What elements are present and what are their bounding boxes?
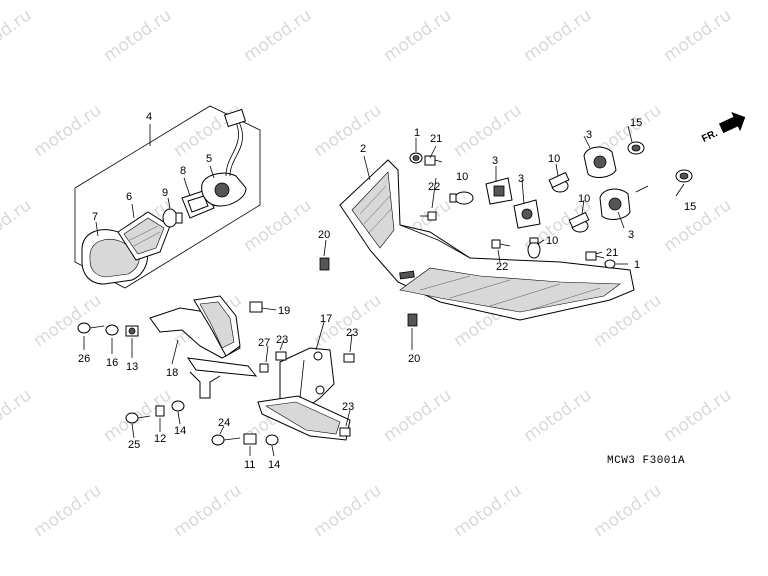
callout-3-d: 3: [628, 229, 634, 241]
bolt-24: [211, 434, 241, 446]
bulb-10-b: [527, 237, 541, 259]
callout-15-lower: 15: [684, 201, 696, 213]
callout-12: 12: [154, 433, 166, 445]
bolt-21-right: [585, 251, 605, 261]
clip-20-a: [319, 257, 330, 271]
rear-cowl-2: [339, 159, 635, 321]
taillight-housing: [117, 211, 171, 261]
bolt-22-right: [491, 239, 511, 249]
callout-15-upper: 15: [630, 117, 642, 129]
callout-24: 24: [218, 417, 230, 429]
nut-23-right: [343, 353, 355, 363]
callout-3-a: 3: [492, 155, 498, 167]
callout-10-a: 10: [456, 171, 468, 183]
bulb-9: [162, 208, 183, 228]
callout-21-right: 21: [606, 247, 618, 259]
callout-6: 6: [126, 191, 132, 203]
cowl-hatching: [359, 185, 601, 311]
bolt-26: [77, 322, 105, 334]
grommet-15-upper: [627, 141, 645, 155]
callout-11: 11: [244, 459, 255, 471]
nut-23-lower: [339, 427, 351, 437]
washer-14-mid: [265, 434, 279, 446]
callout-10-b: 10: [546, 235, 558, 247]
callout-22-upper: 22: [428, 181, 440, 193]
leader-lines: [83, 124, 685, 457]
callout-23-lower: 23: [342, 401, 354, 413]
callout-21-upper: 21: [430, 133, 442, 145]
clip-20-b: [407, 313, 418, 327]
collar-11: [243, 433, 257, 445]
callout-4: 4: [146, 111, 152, 123]
callout-3-c: 3: [586, 129, 592, 141]
bulb-10-d: [568, 211, 590, 233]
assembly-4-frame: [74, 105, 261, 289]
bulb-10-c: [548, 171, 570, 193]
bolt-21-upper: [424, 155, 443, 166]
nut-27: [259, 363, 269, 373]
callout-8: 8: [180, 165, 186, 177]
callout-7: 7: [92, 211, 98, 223]
callout-26: 26: [78, 353, 90, 365]
callout-25: 25: [128, 439, 140, 451]
collar-13: [125, 325, 139, 337]
callout-20-lower: 20: [408, 353, 420, 365]
washer-16: [105, 324, 119, 336]
bolt-12: [155, 405, 165, 417]
callout-1-right: 1: [634, 259, 640, 271]
callout-14-left: 14: [174, 425, 186, 437]
callout-18: 18: [166, 367, 178, 379]
plate-bracket-18: [149, 295, 258, 399]
callout-13: 13: [126, 361, 138, 373]
callout-16: 16: [106, 357, 118, 369]
socket-harness-5: [201, 108, 247, 207]
callout-14-mid: 14: [268, 459, 280, 471]
callout-10-c: 10: [548, 153, 560, 165]
callout-22-right: 22: [496, 261, 508, 273]
callout-2: 2: [360, 143, 366, 155]
callout-1-upper: 1: [414, 127, 420, 139]
nut-23-mid: [275, 351, 287, 361]
bulb-10-a: [449, 191, 474, 205]
callout-17: 17: [320, 313, 332, 325]
socket-3-b: [513, 199, 541, 229]
front-arrow-icon: [718, 111, 746, 134]
callout-20-upper: 20: [318, 229, 330, 241]
socket-3-a: [485, 177, 513, 205]
callout-5: 5: [206, 153, 212, 165]
callout-23-mid: 23: [276, 334, 288, 346]
plate-holder-17: [257, 347, 351, 441]
bolt-25: [125, 412, 151, 424]
callout-27: 27: [258, 337, 270, 349]
screw-1-upper: [409, 152, 423, 164]
grommet-15-lower: [675, 169, 693, 183]
collar-19: [249, 301, 263, 313]
callout-3-b: 3: [518, 173, 524, 185]
callout-23-right: 23: [346, 327, 358, 339]
socket-3-c: [583, 146, 617, 178]
washer-14-left: [171, 400, 185, 412]
diagram-code: MCW3 F3001A: [607, 455, 686, 467]
callout-10-d: 10: [578, 193, 590, 205]
socket-3-d: [599, 188, 631, 220]
callout-numbers: 4 5 8 9 6 7 2 1 21 22 10 3 3 10 3 15 15 …: [78, 111, 696, 471]
callout-19: 19: [278, 305, 290, 317]
front-label: FR.: [700, 128, 719, 145]
screw-1-right: [604, 259, 616, 269]
callout-9: 9: [162, 187, 168, 199]
front-direction-indicator: FR.: [700, 111, 746, 145]
bolt-22-left: [420, 211, 437, 221]
